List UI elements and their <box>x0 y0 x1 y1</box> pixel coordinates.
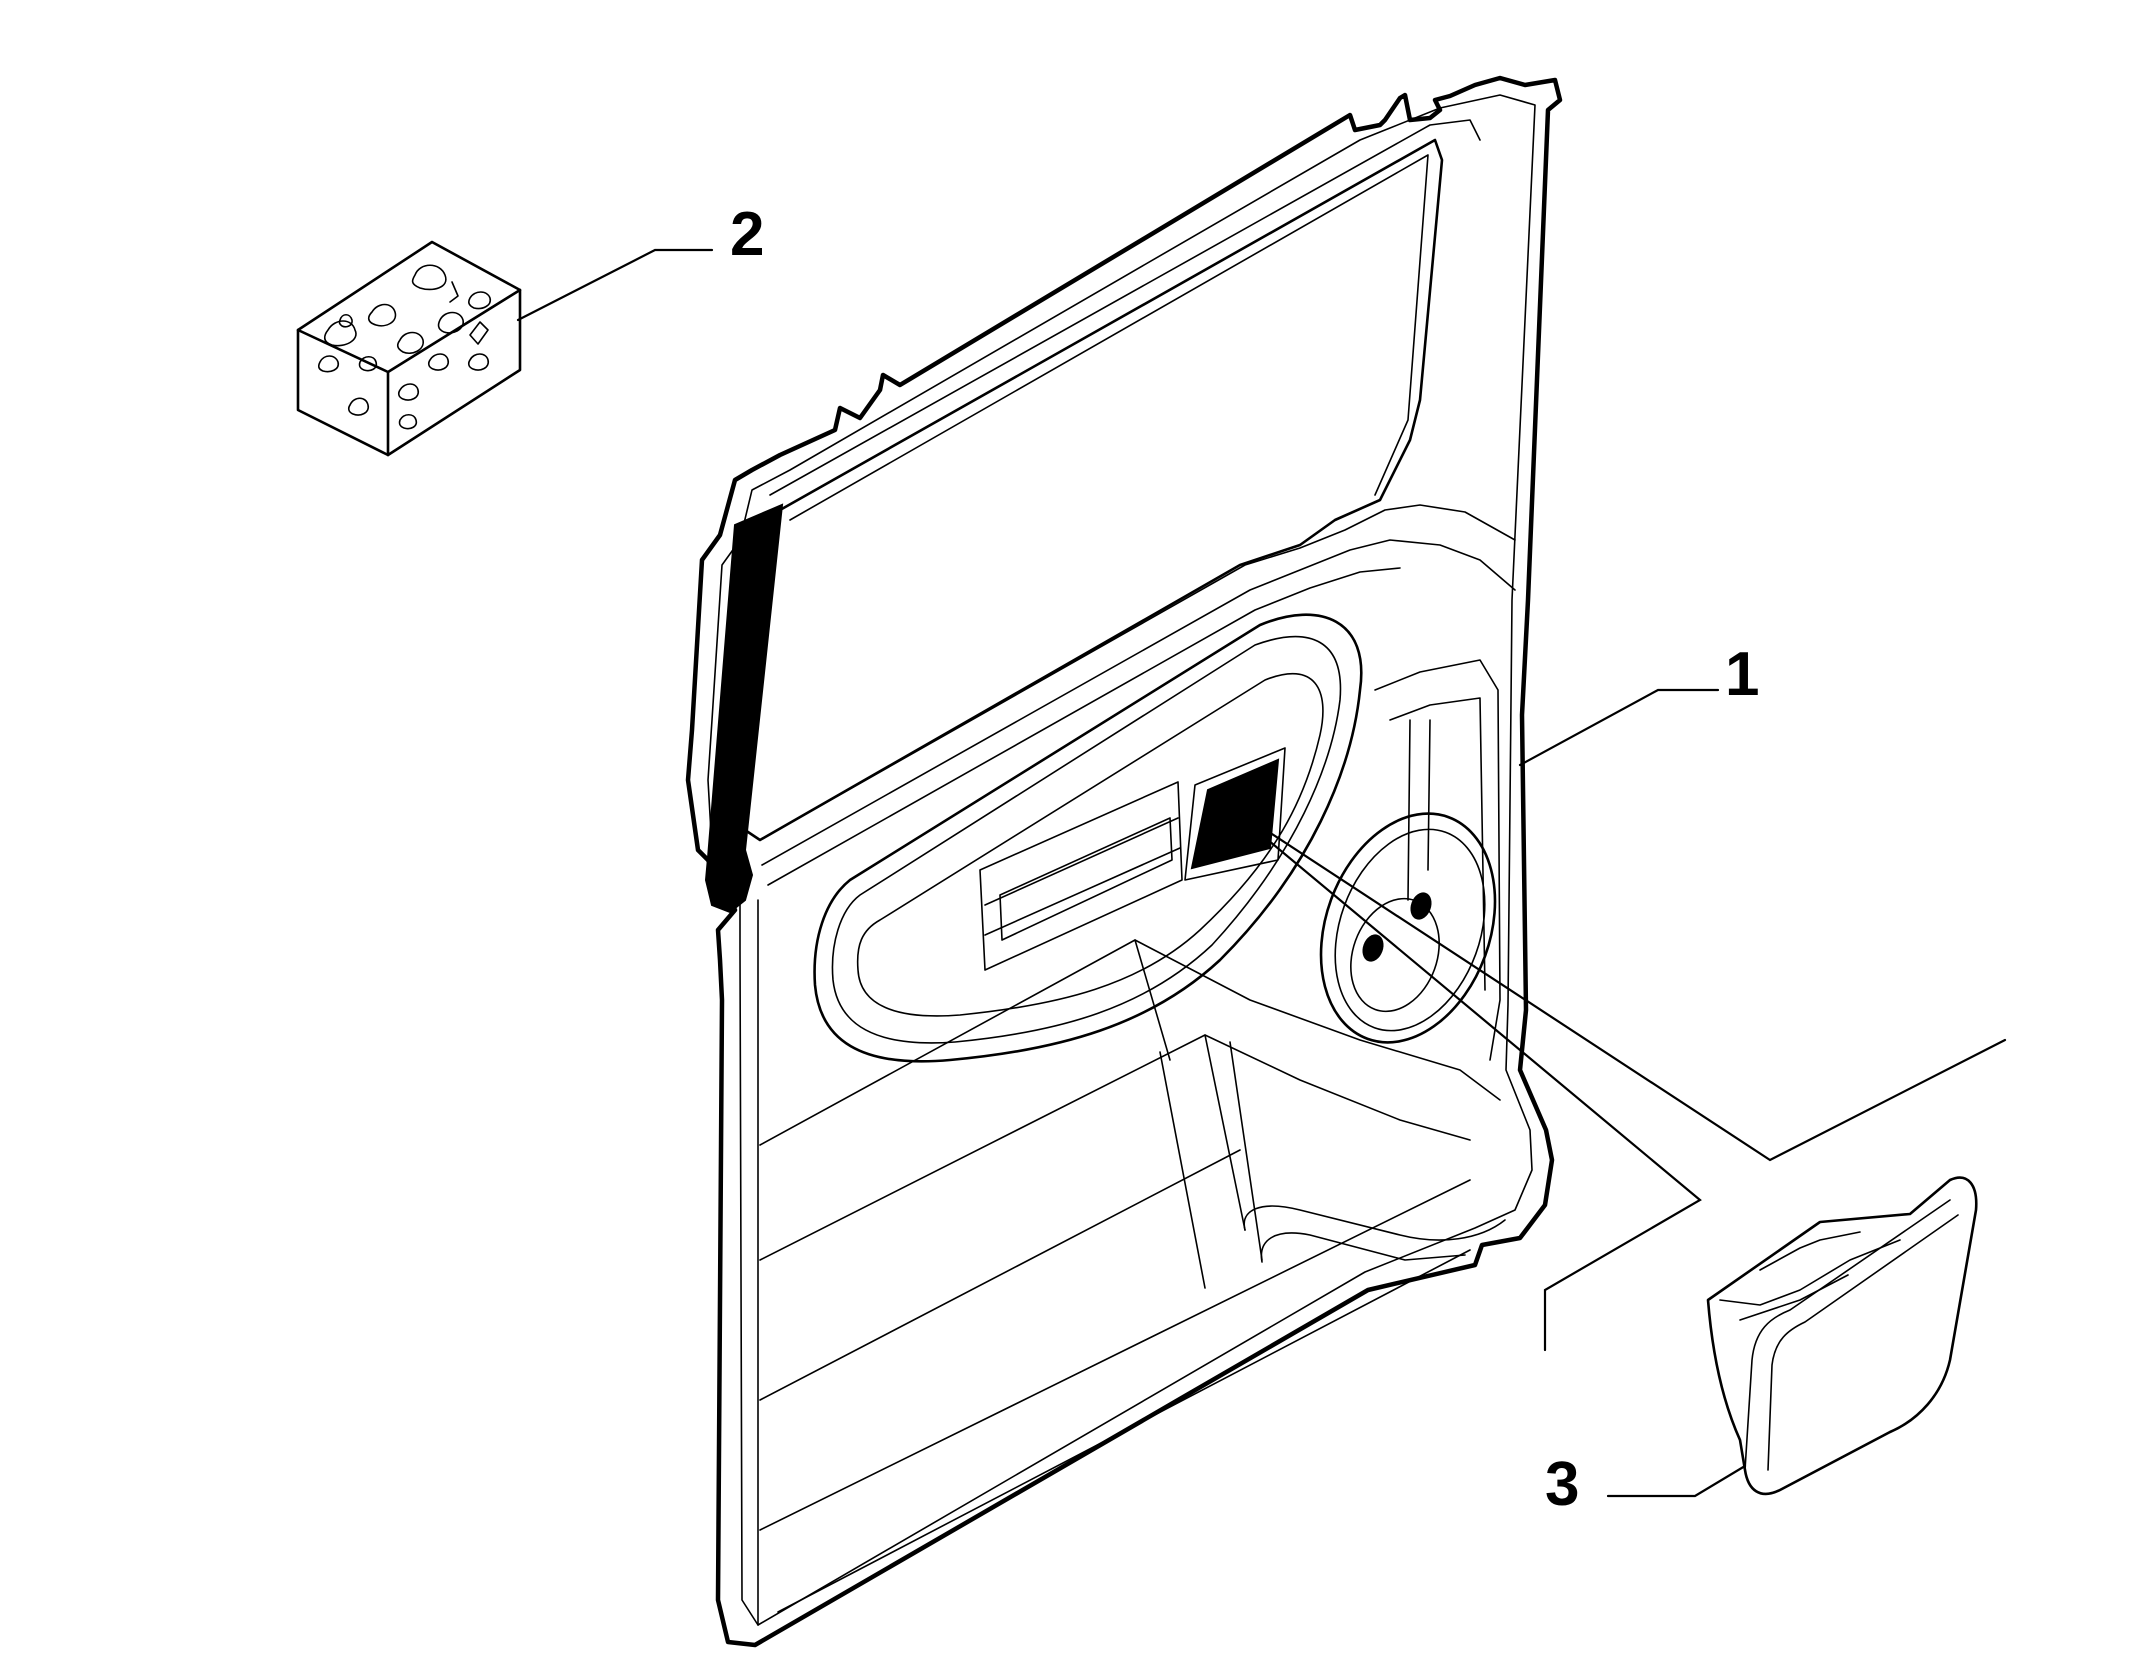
switch-panel <box>979 781 1183 971</box>
map-pocket-lower-line <box>759 1034 1471 1261</box>
foam-texture <box>317 264 492 430</box>
bezel-inner-1 <box>1719 1239 1901 1306</box>
foam-block-part[interactable] <box>296 240 522 457</box>
bezel-face-edge-2 <box>1767 1214 1959 1471</box>
bezel-inner-2 <box>1759 1231 1861 1271</box>
map-pocket-front-2 <box>1260 1232 1466 1263</box>
beltline-lower <box>761 539 1516 866</box>
bezel-inner-3 <box>1739 1274 1849 1321</box>
map-pocket-front <box>1243 1205 1506 1241</box>
foam-block-top-edge <box>386 288 522 374</box>
panel-side-line-3 <box>1407 719 1411 901</box>
armrest-pocket-inner-2 <box>856 673 1324 1017</box>
panel-side-line-1 <box>1374 659 1501 1061</box>
handle-surround <box>1184 747 1286 881</box>
door-panel-outline <box>685 75 1563 1648</box>
projection-line-1 <box>1218 798 2007 1162</box>
armrest-pocket <box>813 613 1363 1063</box>
foam-block-front-edge <box>296 328 390 457</box>
lower-panel-line-3 <box>777 1249 1471 1613</box>
switch-panel-line-2 <box>984 847 1181 936</box>
window-inner-line <box>789 154 1429 521</box>
map-pocket-vert-3 <box>1204 1034 1246 1231</box>
leader-line-3 <box>1606 1464 1747 1498</box>
map-pocket-upper-line <box>759 939 1501 1146</box>
beltline-upper <box>759 504 1516 841</box>
leader-line-1 <box>1518 688 1720 767</box>
map-pocket-vert-2 <box>1134 939 1171 1061</box>
bezel-face-edge <box>1744 1199 1951 1471</box>
projection-line-3 <box>1544 1199 1701 1291</box>
callout-1: 1 <box>1725 640 1759 709</box>
callout-2: 2 <box>730 200 764 269</box>
window-opening <box>743 138 1444 842</box>
door-handle-cutout <box>1190 758 1280 870</box>
beltline-lower-2 <box>767 567 1401 886</box>
callout-3: 3 <box>1545 1450 1579 1519</box>
panel-side-line-4 <box>1427 719 1431 871</box>
leader-line-2 <box>516 248 714 322</box>
window-top-line <box>769 119 1481 496</box>
handle-bezel-part[interactable] <box>1706 1176 1978 1496</box>
panel-side-line-2 <box>1389 697 1486 991</box>
window-seal-strip <box>704 503 784 914</box>
door-panel-part[interactable] <box>685 75 1563 1648</box>
speaker-hole-2 <box>1362 934 1384 962</box>
speaker-inner <box>1350 897 1440 1013</box>
door-panel-rim <box>707 94 1536 1626</box>
armrest-pocket-inner <box>831 635 1342 1044</box>
map-pocket-vert-4 <box>1229 1041 1263 1261</box>
lower-panel-line-1 <box>759 1149 1241 1401</box>
map-pocket-vert-1 <box>1159 1051 1206 1289</box>
bezel-outline <box>1706 1176 1978 1496</box>
speaker-hole-1 <box>1410 892 1432 920</box>
foam-block-outline <box>296 240 522 457</box>
switch-panel-line-1 <box>984 817 1179 906</box>
speaker-mid <box>1334 828 1486 1032</box>
lower-panel-line-2 <box>759 1179 1471 1531</box>
switch-panel-line-3 <box>999 817 1173 941</box>
